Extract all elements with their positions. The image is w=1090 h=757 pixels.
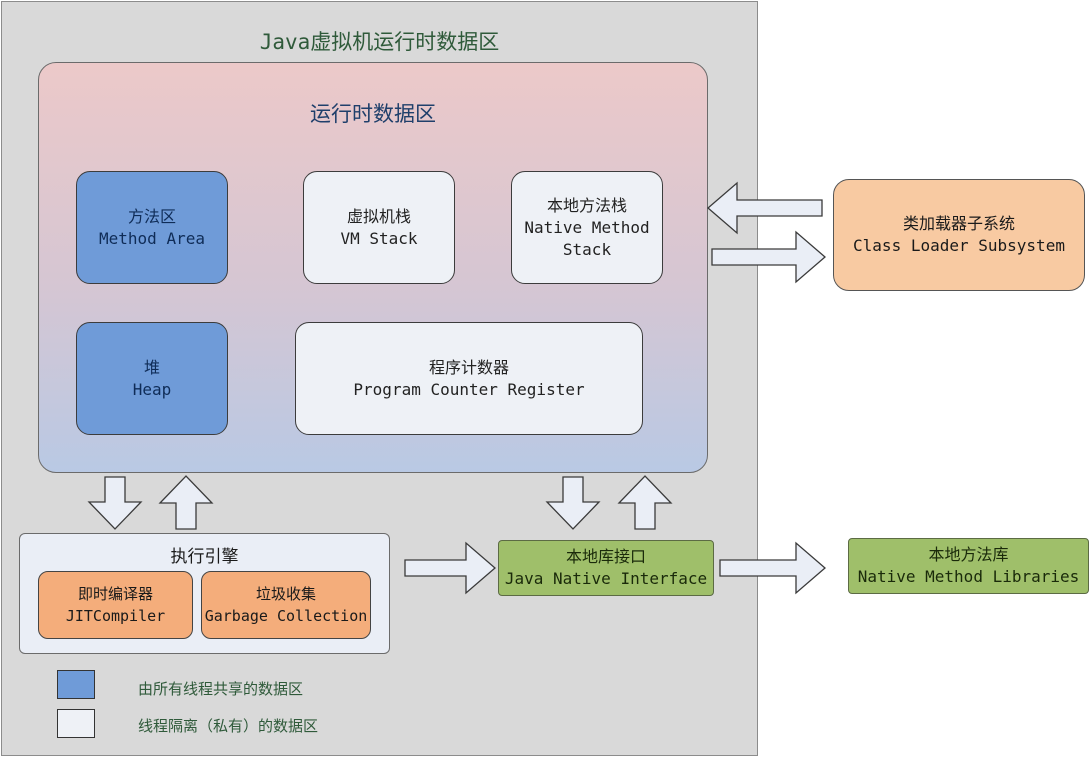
garbage-collection-en: Garbage Collection bbox=[204, 607, 368, 625]
heap-en: Heap bbox=[132, 379, 172, 399]
jvm-title: Java虚拟机运行时数据区 bbox=[259, 30, 500, 54]
legend-private-label: 线程隔离（私有）的数据区 bbox=[138, 717, 319, 735]
native-method-stack-cn: 本地方法栈 bbox=[546, 195, 627, 215]
execution-engine-title: 执行引擎 bbox=[170, 547, 239, 567]
arrow-down-to-jni bbox=[545, 476, 601, 530]
legend-shared-label: 由所有线程共享的数据区 bbox=[138, 680, 304, 698]
native-libs-cn: 本地方法库 bbox=[928, 545, 1009, 564]
method-area-cn: 方法区 bbox=[127, 206, 176, 226]
arrow-right-to-class-loader bbox=[711, 230, 826, 284]
arrow-jni-to-native-libs bbox=[719, 541, 826, 595]
arrow-exec-to-jni bbox=[404, 541, 496, 595]
native-method-stack-en-1: Native Method bbox=[524, 217, 650, 237]
jit-compiler-en: JITCompiler bbox=[65, 607, 166, 625]
method-area-en: Method Area bbox=[99, 228, 205, 248]
arrow-up-to-runtime-left bbox=[158, 475, 214, 530]
heap-box: 堆 Heap bbox=[76, 322, 228, 435]
vm-stack-box: 虚拟机栈 VM Stack bbox=[303, 171, 455, 284]
class-loader-cn: 类加载器子系统 bbox=[902, 214, 1015, 233]
garbage-collection-box: 垃圾收集 Garbage Collection bbox=[201, 571, 371, 639]
class-loader-en: Class Loader Subsystem bbox=[853, 236, 1065, 255]
heap-cn: 堆 bbox=[143, 357, 160, 377]
arrow-down-to-exec bbox=[87, 476, 143, 530]
jni-cn: 本地库接口 bbox=[565, 547, 646, 566]
program-counter-register-box: 程序计数器 Program Counter Register bbox=[295, 322, 643, 435]
legend-shared-swatch bbox=[57, 670, 95, 699]
jit-compiler-cn: 即时编译器 bbox=[77, 585, 153, 603]
native-method-stack-en-2: Stack bbox=[562, 239, 612, 259]
native-libs-en: Native Method Libraries bbox=[857, 567, 1080, 586]
jit-compiler-box: 即时编译器 JITCompiler bbox=[38, 571, 193, 639]
vm-stack-en: VM Stack bbox=[340, 228, 418, 248]
program-counter-register-cn: 程序计数器 bbox=[428, 357, 509, 377]
native-method-stack-box: 本地方法栈 Native Method Stack bbox=[511, 171, 663, 284]
method-area-box: 方法区 Method Area bbox=[76, 171, 228, 284]
native-method-libraries-box: 本地方法库 Native Method Libraries bbox=[848, 538, 1089, 594]
vm-stack-cn: 虚拟机栈 bbox=[346, 206, 411, 226]
runtime-data-area-title: 运行时数据区 bbox=[310, 102, 436, 126]
arrow-left-to-runtime bbox=[707, 181, 823, 235]
java-native-interface-box: 本地库接口 Java Native Interface bbox=[498, 540, 714, 596]
legend-private-swatch bbox=[57, 709, 95, 738]
program-counter-register-en: Program Counter Register bbox=[353, 379, 585, 399]
jni-en: Java Native Interface bbox=[504, 569, 708, 588]
garbage-collection-cn: 垃圾收集 bbox=[255, 585, 316, 603]
class-loader-subsystem-box: 类加载器子系统 Class Loader Subsystem bbox=[833, 179, 1085, 291]
arrow-up-to-runtime-right bbox=[617, 475, 673, 530]
